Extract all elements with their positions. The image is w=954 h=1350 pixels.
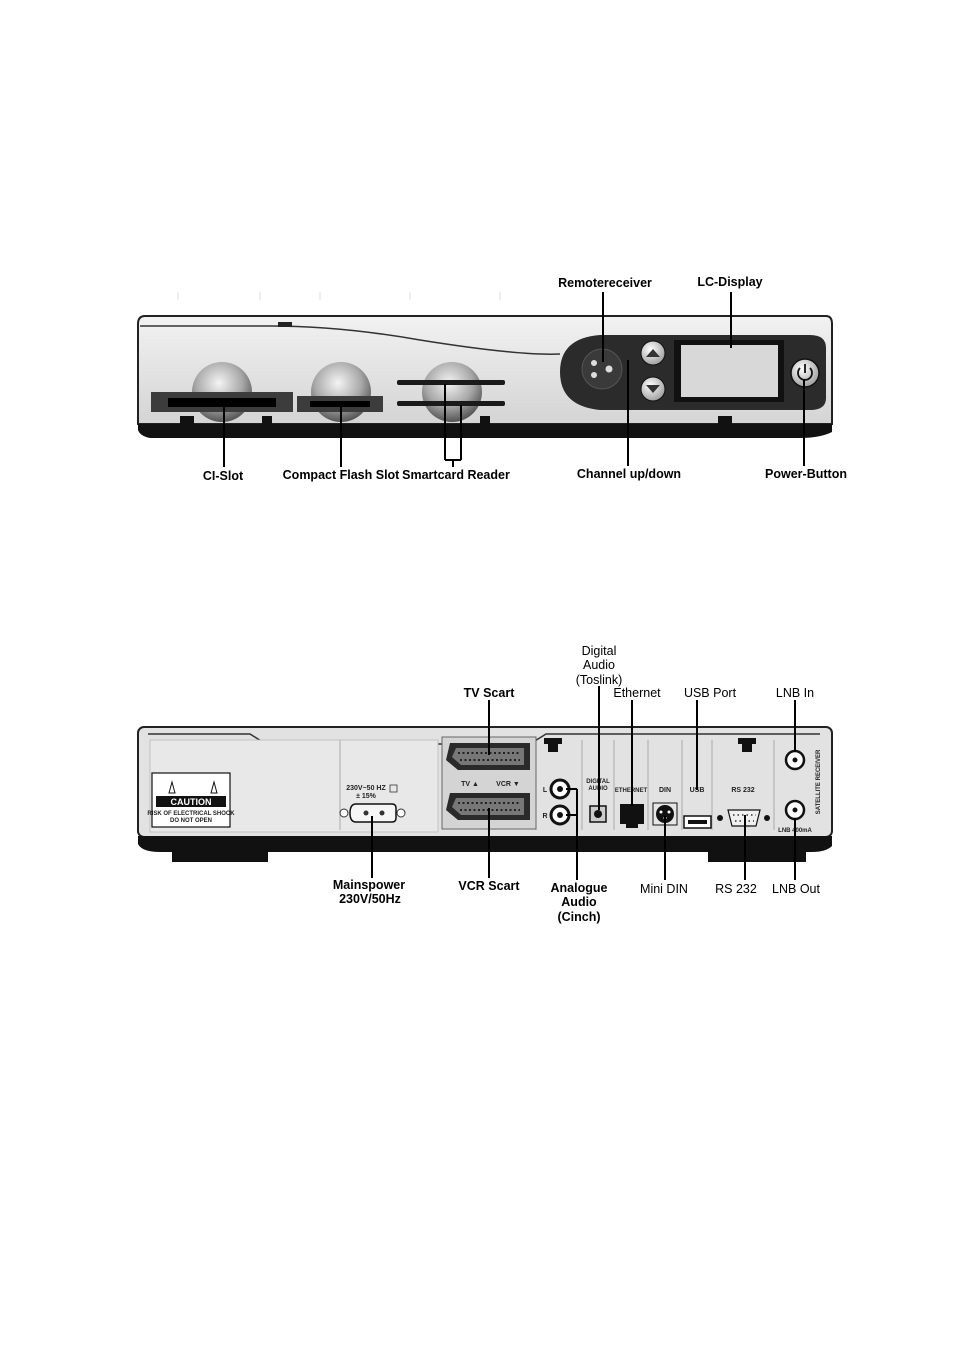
caution-title: CAUTION <box>171 797 212 807</box>
front-panel: Remotereceiver LC-Display CI-Slot Compac… <box>137 275 847 483</box>
lc-display <box>674 340 784 402</box>
smartcard-dome <box>422 362 482 422</box>
label-analogue-audio: Analogue Audio (Cinch) <box>551 881 608 924</box>
label-channel-up-down: Channel up/down <box>577 467 681 481</box>
label-compact-flash-slot: Compact Flash Slot <box>283 468 401 482</box>
chevron-down-icon <box>646 385 660 393</box>
ir-led-3 <box>605 365 613 373</box>
audio-l-mark: L <box>543 787 548 794</box>
label-tv-scart: TV Scart <box>464 686 516 700</box>
guide-marks <box>177 292 501 300</box>
usb-mark: USB <box>690 787 705 794</box>
channel-down-button[interactable] <box>640 376 666 402</box>
warning-icon <box>168 780 176 794</box>
vcr-scart-socket <box>446 793 530 820</box>
tv-mark: TV ▲ <box>461 781 479 788</box>
label-vcr-scart: VCR Scart <box>458 879 520 893</box>
front-foot-right <box>718 416 732 426</box>
label-ethernet: Ethernet <box>613 686 661 700</box>
ir-led-2 <box>591 372 597 378</box>
label-digital-audio-line-3: (Toslink) <box>576 673 623 687</box>
smartcard-slot-lower <box>397 401 505 406</box>
caution-line-1: RISK OF ELECTRICAL SHOCK <box>147 811 235 817</box>
voltage-print-1: 230V~50 HZ <box>346 785 386 792</box>
rs232-mark: RS 232 <box>731 787 754 794</box>
label-lc-display: LC-Display <box>697 275 762 289</box>
mains-power-socket: 230V~50 HZ ± 15% <box>339 784 406 823</box>
mini-din-port: DIN <box>652 787 678 826</box>
double-insulation-icon <box>389 784 398 793</box>
rear-panel: CAUTION RISK OF ELECTRICAL SHOCK DO NOT … <box>137 644 833 924</box>
usb-port: USB <box>683 787 712 829</box>
ci-slot <box>151 362 293 422</box>
front-leader-lines <box>223 292 805 467</box>
label-usb-port: USB Port <box>684 686 737 700</box>
label-power-button: Power-Button <box>765 467 847 481</box>
label-analogue-audio-line-2: Audio <box>561 895 597 909</box>
label-mainspower-line-1: Mainspower <box>333 878 405 892</box>
lc-display-screen <box>681 345 778 397</box>
audio-r-mark: R <box>542 813 547 820</box>
caution-line-2: DO NOT OPEN <box>170 818 212 824</box>
label-digital-audio-line-2: Audio <box>583 658 615 672</box>
caution-label: CAUTION RISK OF ELECTRICAL SHOCK DO NOT … <box>147 772 235 828</box>
clip-symbol-left <box>544 738 562 752</box>
ir-led-1 <box>591 360 597 366</box>
front-top-tab <box>278 322 292 327</box>
label-ci-slot: CI-Slot <box>203 469 244 483</box>
front-base <box>138 424 832 438</box>
rear-leader-lines <box>371 686 796 880</box>
voltage-print-2: ± 15% <box>356 793 377 800</box>
front-top-curve <box>140 325 561 355</box>
warning-icon <box>210 780 218 794</box>
front-foot-mid <box>262 416 272 426</box>
label-rs232: RS 232 <box>715 882 757 896</box>
label-remote-receiver: Remotereceiver <box>558 276 652 290</box>
scart-panel: TV ▲ VCR ▼ <box>441 736 537 830</box>
label-digital-audio-line-1: Digital <box>582 644 617 658</box>
rear-foot-left <box>172 846 268 862</box>
label-smartcard-reader: Smartcard Reader <box>402 468 510 482</box>
label-mainspower-line-2: 230V/50Hz <box>339 892 401 906</box>
din-mark: DIN <box>659 787 671 794</box>
label-mainspower: Mainspower 230V/50Hz <box>333 878 405 906</box>
label-analogue-audio-line-3: (Cinch) <box>557 910 600 924</box>
side-text: SATELLITE RECEIVER <box>816 749 822 814</box>
front-foot-left <box>180 416 194 426</box>
chevron-up-icon <box>646 349 660 357</box>
vcr-mark: VCR ▼ <box>496 781 520 788</box>
smartcard-reader <box>397 362 505 422</box>
front-foot-mid2 <box>480 416 490 426</box>
clip-symbol-right <box>738 738 756 752</box>
label-digital-audio: Digital Audio (Toslink) <box>576 644 623 687</box>
power-icon <box>797 367 813 381</box>
label-lnb-out: LNB Out <box>772 882 820 896</box>
channel-up-button[interactable] <box>640 340 666 366</box>
remote-receiver-window <box>581 348 623 390</box>
label-lnb-in: LNB In <box>776 686 814 700</box>
rear-foot-right <box>708 846 806 862</box>
label-mini-din: Mini DIN <box>640 882 688 896</box>
ci-slot-opening <box>168 398 276 407</box>
tv-scart-socket <box>446 743 530 770</box>
smartcard-slot-upper <box>397 380 505 385</box>
label-analogue-audio-line-1: Analogue <box>551 881 608 895</box>
rear-base <box>138 836 832 852</box>
